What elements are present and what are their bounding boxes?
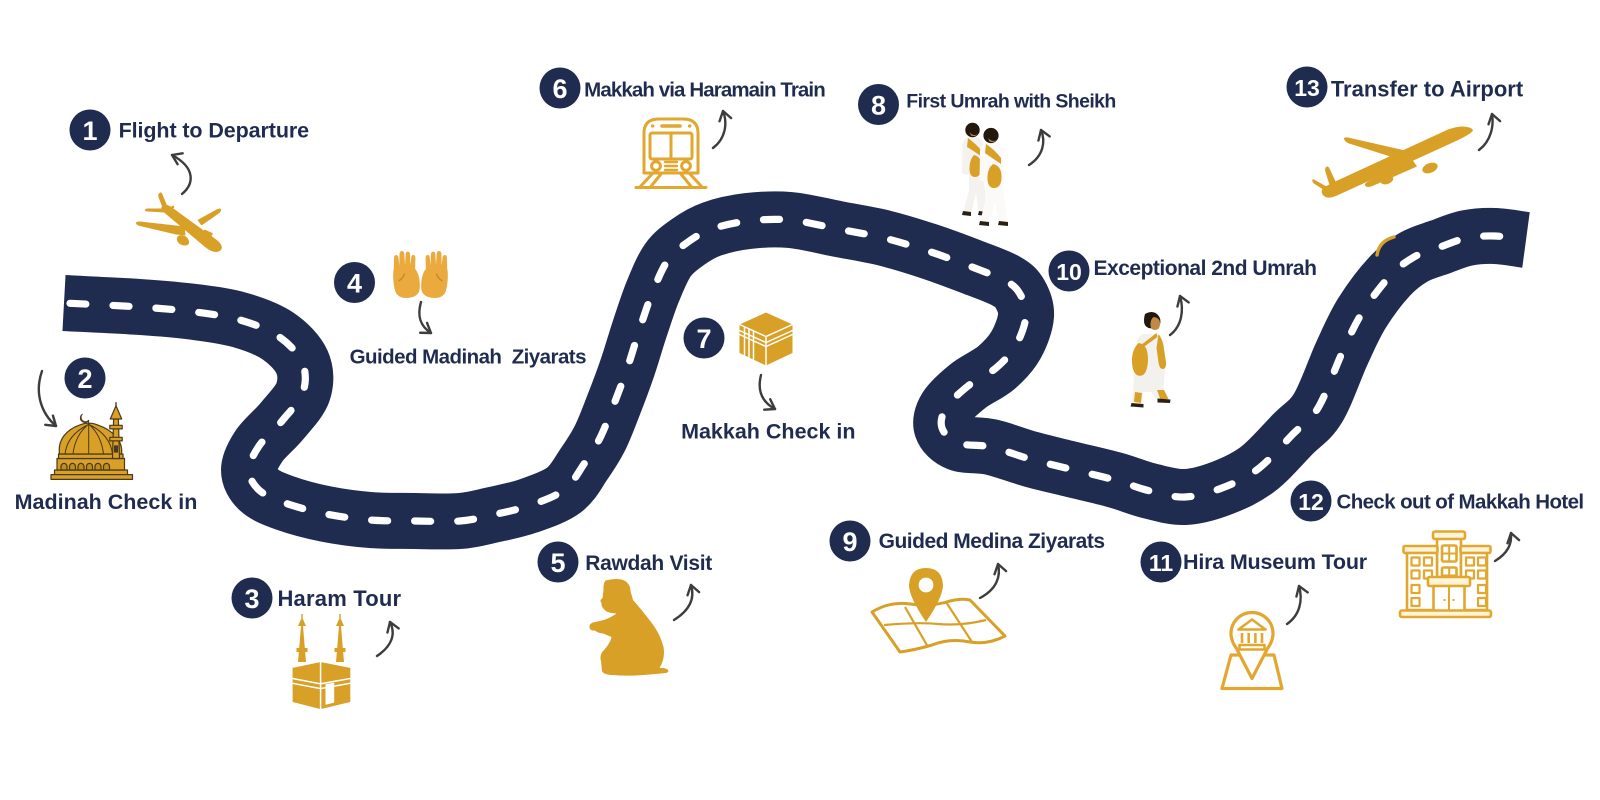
svg-text:Transfer to Airport: Transfer to Airport <box>1331 76 1524 101</box>
svg-text:5: 5 <box>550 548 565 578</box>
svg-text:Makkah Check in: Makkah Check in <box>681 420 855 444</box>
svg-text:1: 1 <box>82 116 97 146</box>
svg-text:6: 6 <box>552 74 567 104</box>
svg-text:Flight to Departure: Flight to Departure <box>119 119 310 143</box>
svg-text:8: 8 <box>871 91 886 121</box>
svg-text:Exceptional 2nd Umrah: Exceptional 2nd Umrah <box>1094 257 1317 280</box>
svg-text:12: 12 <box>1298 489 1324 515</box>
svg-text:Guided Medina Ziyarats: Guided Medina Ziyarats <box>879 530 1105 553</box>
svg-text:Rawdah Visit: Rawdah Visit <box>585 552 712 575</box>
svg-text:7: 7 <box>696 324 711 354</box>
svg-text:4: 4 <box>347 269 362 299</box>
svg-text:9: 9 <box>842 527 857 557</box>
svg-text:13: 13 <box>1294 75 1320 101</box>
svg-text:Guided Madinah Ziyarats: Guided Madinah Ziyarats <box>350 346 586 369</box>
svg-text:Makkah via Haramain Train: Makkah via Haramain Train <box>584 78 825 101</box>
svg-text:First Umrah with Sheikh: First Umrah with Sheikh <box>906 91 1115 113</box>
svg-text:10: 10 <box>1056 259 1082 285</box>
svg-text:2: 2 <box>77 364 92 394</box>
svg-text:Check out of Makkah Hotel: Check out of Makkah Hotel <box>1337 490 1584 513</box>
svg-text:11: 11 <box>1149 550 1174 576</box>
svg-text:Haram Tour: Haram Tour <box>277 586 401 611</box>
svg-text:Hira Museum Tour: Hira Museum Tour <box>1183 550 1368 574</box>
svg-text:Madinah Check in: Madinah Check in <box>15 490 198 514</box>
svg-text:3: 3 <box>244 584 259 614</box>
